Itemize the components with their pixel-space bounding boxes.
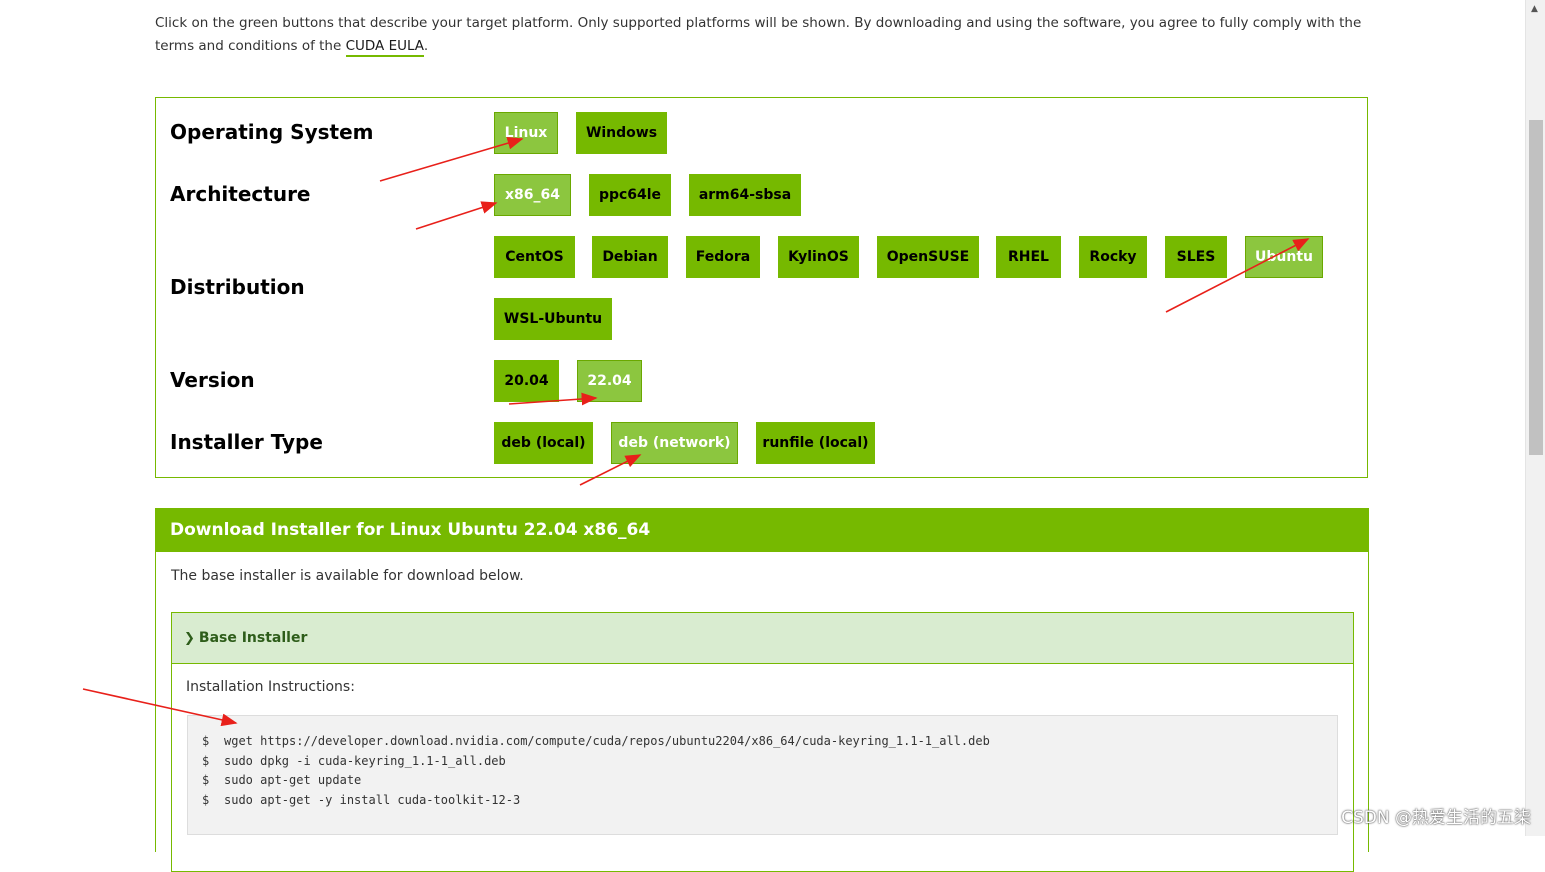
distro-kylinos-button[interactable]: KylinOS bbox=[778, 236, 859, 278]
distro-rhel-button[interactable]: RHEL bbox=[996, 236, 1061, 278]
watermark: CSDN @热爱生活的五柒 bbox=[1341, 808, 1531, 828]
intro-text: Click on the green buttons that describe… bbox=[155, 12, 1370, 58]
os-linux-button[interactable]: Linux bbox=[494, 112, 558, 154]
base-installer-panel: ❯ Base Installer Installation Instructio… bbox=[171, 612, 1354, 872]
download-description: The base installer is available for down… bbox=[171, 568, 524, 584]
distro-fedora-button[interactable]: Fedora bbox=[686, 236, 760, 278]
download-header: Download Installer for Linux Ubuntu 22.0… bbox=[155, 508, 1369, 552]
platform-selector: Operating System Linux Windows Architect… bbox=[155, 97, 1368, 478]
arch-arm64-sbsa-button[interactable]: arm64-sbsa bbox=[689, 174, 801, 216]
instructions-label: Installation Instructions: bbox=[186, 679, 355, 695]
scroll-thumb[interactable] bbox=[1529, 120, 1543, 455]
distro-centos-button[interactable]: CentOS bbox=[494, 236, 575, 278]
distro-ubuntu-button[interactable]: Ubuntu bbox=[1245, 236, 1323, 278]
installer-deb-local-button[interactable]: deb (local) bbox=[494, 422, 593, 464]
cuda-eula-link[interactable]: CUDA EULA bbox=[345, 38, 424, 57]
code-line: $sudo dpkg -i cuda-keyring_1.1-1_all.deb bbox=[202, 753, 506, 768]
architecture-label: Architecture bbox=[170, 182, 311, 206]
installer-runfile-local-button[interactable]: runfile (local) bbox=[756, 422, 875, 464]
code-line: $sudo apt-get update bbox=[202, 773, 362, 787]
version-2204-button[interactable]: 22.04 bbox=[577, 360, 642, 402]
base-installer-toggle[interactable]: ❯ Base Installer bbox=[172, 613, 1353, 664]
installer-deb-network-button[interactable]: deb (network) bbox=[611, 422, 738, 464]
distro-rocky-button[interactable]: Rocky bbox=[1079, 236, 1147, 278]
os-windows-button[interactable]: Windows bbox=[576, 112, 667, 154]
distro-wsl-ubuntu-button[interactable]: WSL-Ubuntu bbox=[494, 298, 612, 340]
code-line: $sudo apt-get -y install cuda-toolkit-12… bbox=[202, 792, 521, 807]
base-installer-title: Base Installer bbox=[198, 630, 308, 646]
version-label: Version bbox=[170, 368, 255, 392]
distro-sles-button[interactable]: SLES bbox=[1165, 236, 1227, 278]
distribution-label: Distribution bbox=[170, 275, 305, 299]
code-line: $wget https://developer.download.nvidia.… bbox=[202, 734, 990, 748]
code-block[interactable]: $wget https://developer.download.nvidia.… bbox=[187, 715, 1338, 835]
arch-x86_64-button[interactable]: x86_64 bbox=[494, 174, 571, 216]
installer-type-label: Installer Type bbox=[170, 430, 323, 454]
download-panel: The base installer is available for down… bbox=[155, 552, 1369, 872]
arch-ppc64le-button[interactable]: ppc64le bbox=[589, 174, 671, 216]
os-label: Operating System bbox=[170, 120, 374, 144]
distro-opensuse-button[interactable]: OpenSUSE bbox=[877, 236, 979, 278]
distro-debian-button[interactable]: Debian bbox=[592, 236, 668, 278]
page-scrollbar[interactable]: ▲ bbox=[1525, 0, 1545, 836]
chevron-right-icon: ❯ bbox=[184, 630, 195, 646]
scroll-up-icon[interactable]: ▲ bbox=[1531, 4, 1538, 14]
version-2004-button[interactable]: 20.04 bbox=[494, 360, 559, 402]
